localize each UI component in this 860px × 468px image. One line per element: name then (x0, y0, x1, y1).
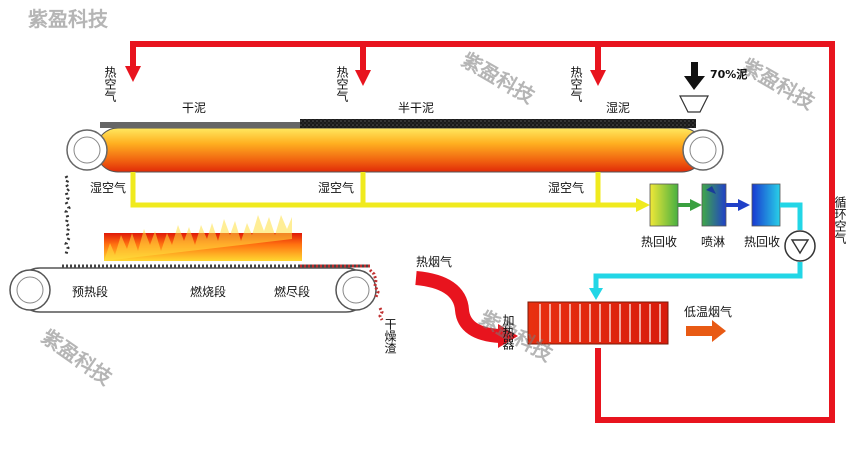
label-dry-mud: 干泥 (182, 101, 206, 115)
label-wet-air-3: 湿空气 (548, 180, 584, 195)
wet-air-arrow (636, 198, 650, 212)
fan-icon (784, 230, 816, 262)
label-circulating-air: 循环空气 (833, 196, 847, 244)
svg-text:热空气: 热空气 (103, 66, 117, 102)
svg-text:循环空气: 循环空气 (833, 196, 847, 244)
upper-dryer-belt (66, 119, 724, 173)
label-preheat: 预热段 (72, 284, 108, 299)
label-burning: 燃烧段 (190, 284, 226, 299)
label-heater: 加热器 (501, 314, 515, 351)
label-hot-air-2: 热空气 (335, 66, 349, 102)
label-heat-recovery-1: 热回收 (641, 235, 677, 249)
label-hot-flue-gas: 热烟气 (416, 254, 452, 269)
hot-air-arrow-1 (125, 66, 141, 82)
svg-text:加热器: 加热器 (501, 314, 515, 351)
label-dry-slag: 干燥渣 (383, 318, 397, 354)
svg-text:干燥渣: 干燥渣 (383, 318, 397, 354)
label-low-temp-flue-gas: 低温烟气 (684, 304, 732, 319)
low-temp-arrow-icon (712, 320, 726, 342)
label-wet-air-1: 湿空气 (90, 180, 126, 195)
hot-air-loop (125, 41, 835, 423)
hopper-icon (679, 95, 709, 113)
watermark-4: 紫盈科技 (37, 324, 117, 390)
hot-air-arrow-2 (355, 70, 371, 86)
label-heat-recovery-2: 热回收 (744, 235, 780, 249)
treatment-units (649, 183, 781, 227)
heater-unit (527, 301, 669, 345)
label-burnout: 燃尽段 (274, 284, 310, 299)
label-semi-dry-mud: 半干泥 (398, 101, 434, 115)
cooled-air-line (589, 202, 816, 300)
svg-text:热空气: 热空气 (569, 66, 583, 102)
watermark-1: 紫盈科技 (28, 7, 109, 31)
hot-air-arrow-3 (590, 70, 606, 86)
label-70-mud: 70%泥 (710, 68, 747, 81)
labels: 热空气 热空气 热空气 70%泥 干泥 半干泥 湿泥 湿空气 湿空气 湿空气 热… (72, 66, 847, 354)
label-spray: 喷淋 (701, 235, 725, 249)
heat-recovery-unit-1 (649, 183, 679, 227)
label-wet-air-2: 湿空气 (318, 180, 354, 195)
mud-drop-column (64, 175, 71, 255)
wet-air-line (130, 172, 650, 212)
watermark-2: 紫盈科技 (458, 48, 540, 109)
heat-recovery-unit-2 (751, 183, 781, 227)
label-wet-mud: 湿泥 (606, 100, 630, 115)
low-temp-flue-gas-flow (686, 320, 726, 342)
mud-feed (679, 62, 709, 113)
lower-incinerator-belt (9, 215, 384, 321)
label-hot-air-3: 热空气 (569, 66, 583, 102)
hot-flue-gas-flow (415, 271, 518, 348)
flue-gas-arrow-icon (498, 324, 518, 348)
feed-arrow-icon (684, 76, 705, 90)
svg-text:热空气: 热空气 (335, 66, 349, 102)
label-hot-air-1: 热空气 (103, 66, 117, 102)
watermark-3: 紫盈科技 (738, 54, 820, 115)
